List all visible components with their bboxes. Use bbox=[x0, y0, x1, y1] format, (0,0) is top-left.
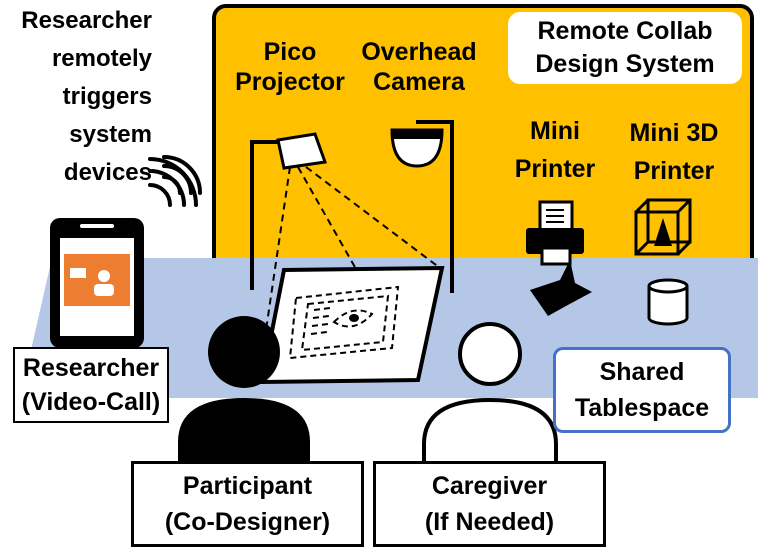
wireless-signal-icon bbox=[148, 155, 202, 207]
shared-tablespace-box: Shared Tablespace bbox=[553, 347, 731, 433]
camera-stand bbox=[416, 120, 454, 293]
projected-sheet bbox=[259, 265, 445, 385]
overhead-camera-label: Overhead Camera bbox=[361, 38, 477, 96]
video-call-icon bbox=[64, 254, 130, 306]
overhead-camera-icon bbox=[390, 128, 444, 168]
system-title-line2: Design System bbox=[535, 50, 715, 78]
system-title-line1: Remote Collab bbox=[537, 17, 713, 45]
mini-3d-printer-label: Mini 3D Printer bbox=[629, 119, 719, 185]
tablet-icon bbox=[50, 218, 144, 348]
participant-box: Participant (Co-Designer) bbox=[131, 461, 364, 547]
pico-projector-icon bbox=[276, 132, 328, 170]
mini-printer-icon bbox=[526, 200, 584, 266]
pico-projector-label: Pico Projector bbox=[235, 38, 345, 96]
projected-eye-icon bbox=[349, 314, 359, 322]
mini-printer-label: Mini Printer bbox=[514, 117, 596, 183]
system-title-box: Remote Collab Design System bbox=[508, 12, 742, 84]
researcher-video-call-box: Researcher (Video-Call) bbox=[13, 347, 169, 423]
printed-cylinder-icon bbox=[647, 278, 689, 326]
projected-phone-sketch bbox=[288, 285, 400, 360]
caregiver-box: Caregiver (If Needed) bbox=[373, 461, 606, 547]
mini-3d-printer-icon bbox=[634, 198, 692, 256]
projector-stand bbox=[250, 140, 280, 290]
researcher-trigger-label: Researcher remotely triggers system devi… bbox=[21, 7, 152, 186]
paper-crane-icon bbox=[530, 260, 592, 316]
